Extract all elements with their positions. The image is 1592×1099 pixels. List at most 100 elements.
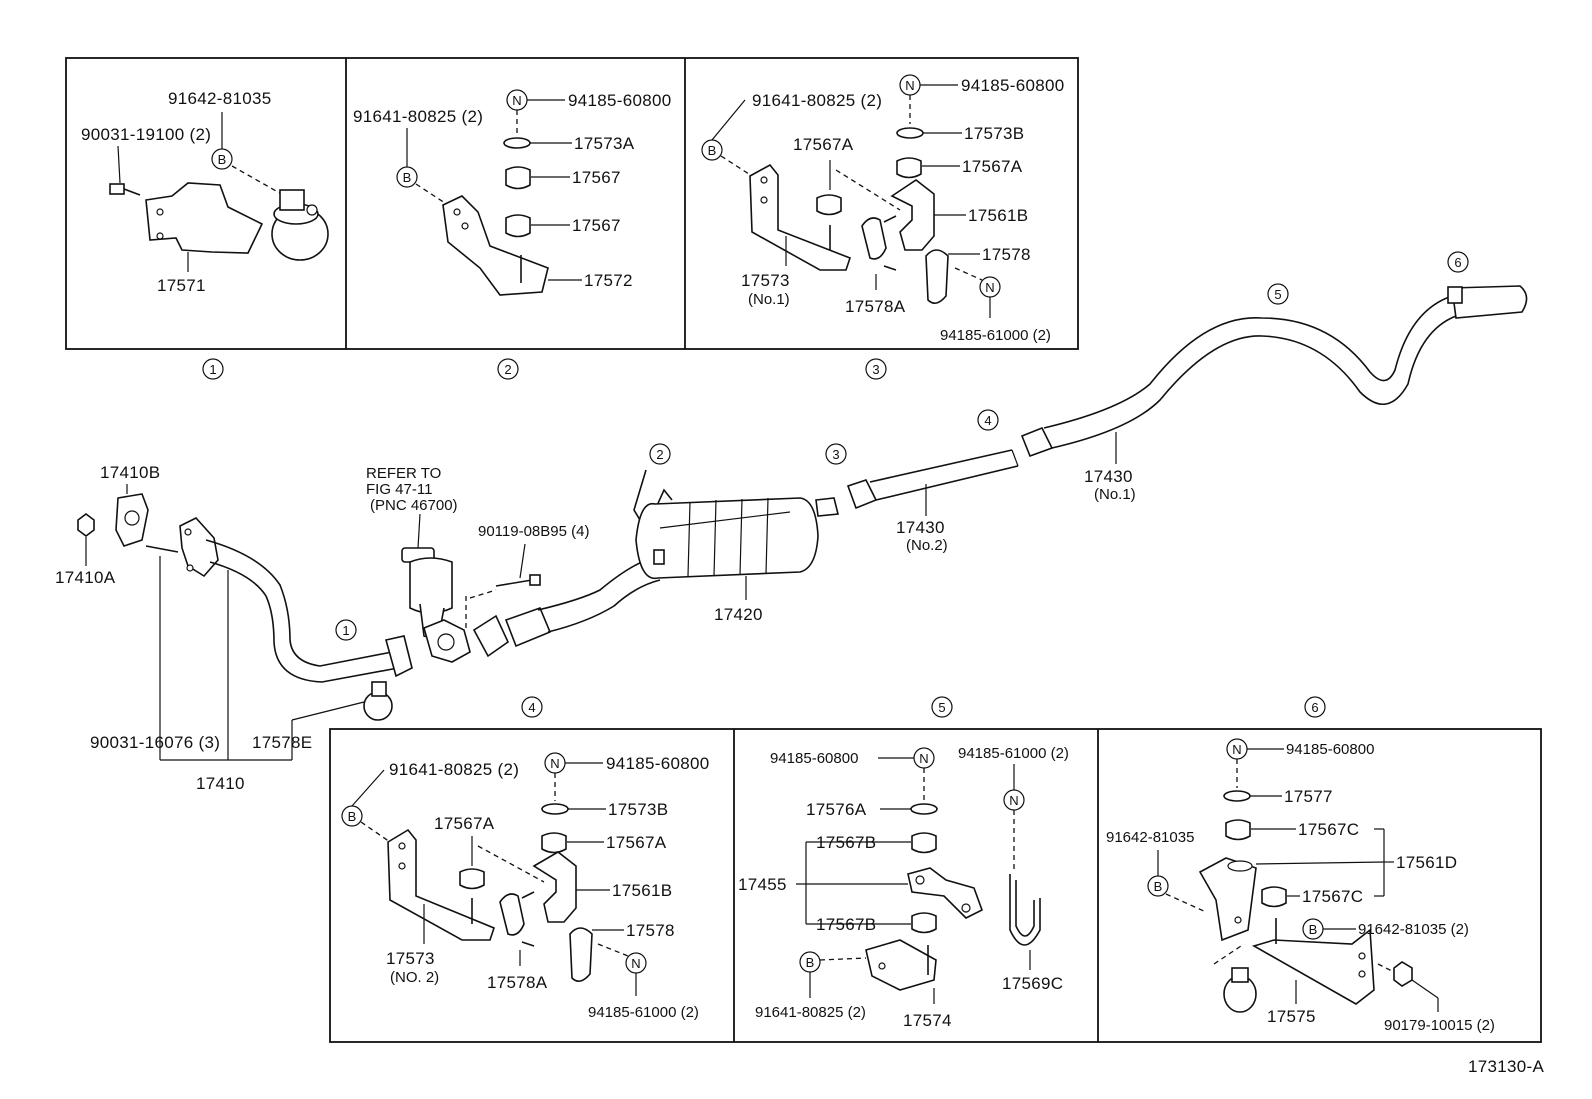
bracket-17571	[145, 182, 264, 254]
bushing-17567a-p3-mid	[816, 194, 842, 216]
main-exhaust-assembly: 17410B 17410A 1 17578E 90031-16076 (3)	[55, 251, 1528, 793]
panel6-circle-b-left: B	[1154, 879, 1163, 894]
panel5-circle-n-right: N	[1009, 793, 1018, 808]
panel4-label-9: 17578A	[487, 973, 548, 992]
figure-id: 173130-A	[1468, 1057, 1544, 1076]
panel2-label-0: 91641-80825 (2)	[353, 107, 483, 126]
washer-17573b-p4	[541, 803, 569, 815]
panel6-label-5: 17567C	[1302, 887, 1363, 906]
muffler-inlet-pipe-lower	[547, 579, 661, 633]
panel3-label-9: 17578A	[845, 297, 906, 316]
hanger-17569c-inner	[1015, 880, 1035, 937]
main-callout-3: 3	[832, 447, 839, 462]
bushing-17567b-bottom	[911, 912, 937, 934]
panel1-label-0: 91642-81035	[168, 89, 272, 108]
panel3-circle-n-top: N	[905, 78, 914, 93]
panel4-label-2: 17573B	[608, 800, 668, 819]
mid-pipe-joint	[504, 606, 552, 648]
label-17410b: 17410B	[100, 463, 160, 482]
bushing-17567c-top	[1225, 819, 1251, 841]
panel4-label-0: 91641-80825 (2)	[389, 760, 519, 779]
bottom-panels-frame	[329, 728, 1542, 1043]
clamp-17578a-p3	[861, 217, 887, 260]
label-17430-no1: 17430	[1084, 467, 1133, 486]
nut-17410a	[77, 513, 95, 537]
front-flange	[179, 517, 219, 578]
main-callout-2: 2	[656, 447, 663, 462]
panel6-label-7: 17575	[1267, 1007, 1316, 1026]
main-callout-1: 1	[342, 623, 349, 638]
panel4-label-10: 94185-61000 (2)	[588, 1004, 699, 1021]
panel3-label-8: (No.1)	[748, 291, 790, 308]
panel5-circle-n-left: N	[919, 751, 928, 766]
refer-note-line2: FIG 47-11	[366, 481, 432, 498]
tailpipe-no2-lower	[875, 465, 1019, 501]
panel6-label-3: 17561D	[1396, 853, 1457, 872]
hanger-17569c	[1009, 874, 1041, 946]
label-17578e: 17578E	[252, 733, 312, 752]
panel2-number: 2	[504, 362, 511, 377]
panel4-label-6: 17578	[626, 921, 675, 940]
panel4-circle-b: B	[348, 809, 357, 824]
mid-flange	[472, 614, 510, 658]
panel3-circle-n-bottom: N	[985, 280, 994, 295]
tailpipe-no2-joint	[846, 479, 878, 510]
washer-17573b-p3	[896, 127, 924, 139]
pipe-clamp-icon	[271, 189, 329, 261]
panel6-clamp-icon	[1223, 967, 1257, 1013]
label-17420: 17420	[714, 605, 763, 624]
panel2-label-5: 17572	[584, 271, 633, 290]
panel2-label-1: 94185-60800	[568, 91, 672, 110]
tailpipe-no2-upper	[869, 449, 1013, 483]
front-pipe-rear-flange	[385, 635, 413, 678]
bracket-17573-no2	[387, 828, 495, 941]
refer-note-line3: (PNC 46700)	[370, 497, 458, 514]
panel3-label-7: 17573	[741, 271, 790, 290]
panel-6: N 94185-60800 17577 17567C 17561D 91642-…	[1106, 738, 1495, 1034]
refer-note-line1: REFER TO	[366, 465, 441, 482]
washer-17576a	[910, 803, 938, 815]
muffler-17420	[635, 497, 840, 580]
bracket-17573-no1	[749, 163, 851, 271]
front-pipe-17410-outer	[205, 539, 393, 667]
bracket-17561b-p4	[532, 851, 577, 923]
main-callout-6: 6	[1454, 255, 1461, 270]
panel4-label-4: 17567A	[606, 833, 667, 852]
panel4-label-3: 17567A	[434, 814, 495, 833]
panel3-label-4: 17567A	[962, 157, 1023, 176]
bracket-17574	[865, 939, 937, 991]
panel6-label-0: 94185-60800	[1286, 741, 1374, 758]
bushing-17567b-top	[911, 832, 937, 854]
panel3-label-6: 17578	[982, 245, 1031, 264]
panel1-number: 1	[209, 362, 216, 377]
clamp-17578-p3	[925, 249, 949, 304]
panel5-label-6: 91641-80825 (2)	[755, 1004, 866, 1021]
panel1-label-1: 90031-19100 (2)	[81, 125, 211, 144]
panel-5: 94185-60800 N 94185-61000 (2) N 17576A 1…	[738, 745, 1069, 1030]
label-17430-no2: 17430	[896, 518, 945, 537]
bracket-17561d	[1198, 857, 1257, 942]
panel3-label-10: 94185-61000 (2)	[940, 327, 1051, 344]
bolt-b-marker	[211, 148, 233, 170]
bushing-17567a-p3-top	[896, 157, 922, 179]
front-pipe-17410-inner	[209, 561, 399, 683]
panel-2: 91641-80825 (2) N 94185-60800 17573A 175…	[353, 89, 672, 296]
panel3-circle-b: B	[708, 143, 717, 158]
panel5-label-1: 94185-61000 (2)	[958, 745, 1069, 762]
panel5-circle-b: B	[806, 955, 815, 970]
panel6-circle-n: N	[1232, 742, 1241, 757]
panel-4: 91641-80825 (2) N 94185-60800 17573B 175…	[341, 752, 710, 1021]
clamp-17578a-p4	[499, 893, 525, 936]
panel6-label-4: 91642-81035	[1106, 829, 1194, 846]
bushing-17567a-p4-top	[541, 832, 567, 854]
top-panels	[65, 57, 1079, 350]
panel6-label-6: 91642-81035 (2)	[1358, 921, 1469, 938]
main-callout-5: 5	[1274, 287, 1281, 302]
clamp-17578-p4	[569, 927, 593, 982]
bushing-17567-upper	[505, 166, 531, 190]
muffler-inlet-pipe-upper	[537, 557, 653, 611]
panel4-label-7: 17573	[386, 949, 435, 968]
panel4-label-1: 94185-60800	[606, 754, 710, 773]
label-17410: 17410	[196, 774, 245, 793]
bushing-17567-lower	[505, 214, 531, 238]
